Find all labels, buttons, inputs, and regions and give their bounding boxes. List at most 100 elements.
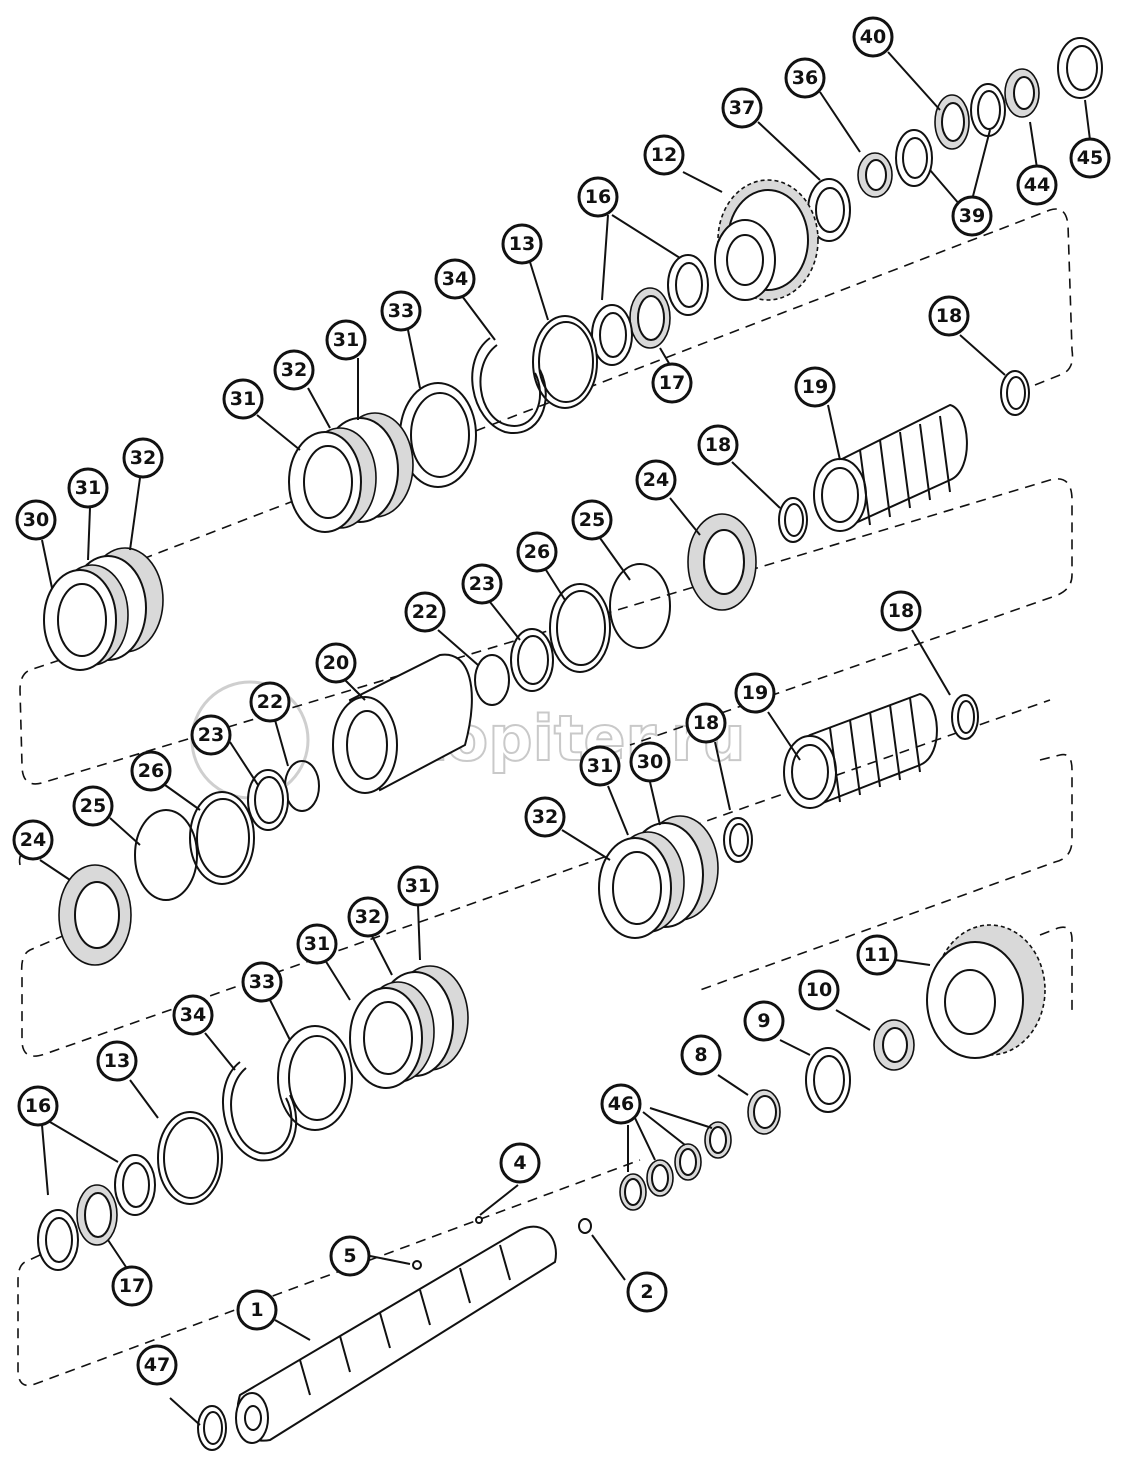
snap-ring-34-top xyxy=(471,337,547,435)
clutch-pack-31-32-top xyxy=(288,412,414,533)
callout: 22 xyxy=(404,591,446,633)
snap-ring-34-lower xyxy=(222,1061,298,1162)
callout: 16 xyxy=(17,1085,59,1127)
svg-text:32: 32 xyxy=(130,447,156,469)
callout: 34 xyxy=(434,258,476,300)
clutch-hub-20 xyxy=(332,653,473,794)
leader-lines xyxy=(39,51,1091,1426)
svg-text:1: 1 xyxy=(250,1299,263,1321)
piston-24-row2 xyxy=(687,513,757,611)
svg-text:31: 31 xyxy=(75,477,101,499)
seal-23-row2 xyxy=(510,628,554,692)
callout: 31 xyxy=(67,467,109,509)
callout: 23 xyxy=(461,563,503,605)
callout: 40 xyxy=(852,16,894,58)
callout: 17 xyxy=(651,362,693,404)
pressure-plate-33-lower xyxy=(277,1025,353,1131)
svg-text:22: 22 xyxy=(257,691,283,713)
snap-ring-18-top xyxy=(1000,370,1030,416)
main-shaft-1 xyxy=(235,1225,557,1444)
callout: 36 xyxy=(784,57,826,99)
plug-2 xyxy=(578,1218,592,1234)
o-ring-25-row3 xyxy=(134,809,198,901)
ball-5 xyxy=(412,1260,422,1270)
callout: 9 xyxy=(743,1000,785,1042)
svg-text:25: 25 xyxy=(80,795,106,817)
thrust-washer-39b xyxy=(895,129,933,187)
svg-text:37: 37 xyxy=(729,97,755,119)
pressure-plate-33-top xyxy=(399,382,477,488)
callout: 2 xyxy=(626,1271,668,1313)
svg-text:26: 26 xyxy=(524,541,550,563)
svg-text:34: 34 xyxy=(180,1004,206,1026)
svg-text:40: 40 xyxy=(860,26,886,48)
svg-text:18: 18 xyxy=(693,712,719,734)
svg-text:16: 16 xyxy=(585,186,611,208)
needle-bearing-36 xyxy=(857,152,893,198)
seal-26-row3 xyxy=(189,791,255,885)
washer-16-lower-a xyxy=(114,1154,156,1216)
svg-text:18: 18 xyxy=(888,600,914,622)
svg-text:30: 30 xyxy=(637,751,663,773)
svg-text:19: 19 xyxy=(742,682,768,704)
callout: 5 xyxy=(329,1235,371,1277)
svg-text:32: 32 xyxy=(532,806,558,828)
svg-text:25: 25 xyxy=(579,509,605,531)
svg-text:46: 46 xyxy=(608,1093,634,1115)
bearing-cup-45 xyxy=(1057,37,1103,99)
callout: 31 xyxy=(325,319,367,361)
callout: 31 xyxy=(579,745,621,787)
svg-text:31: 31 xyxy=(304,933,330,955)
svg-text:45: 45 xyxy=(1077,147,1103,169)
svg-text:33: 33 xyxy=(388,300,414,322)
callout: 34 xyxy=(172,994,214,1036)
thrust-bearing-17-lower xyxy=(76,1184,118,1246)
callout: 22 xyxy=(249,681,291,723)
callout: 13 xyxy=(96,1040,138,1082)
gear-11 xyxy=(926,924,1046,1059)
seal-ring-13-top xyxy=(532,315,598,409)
svg-text:9: 9 xyxy=(757,1010,770,1032)
svg-text:44: 44 xyxy=(1024,174,1050,196)
seal-26-row2 xyxy=(549,583,611,673)
callout: 24 xyxy=(635,459,677,501)
callout: 33 xyxy=(241,961,283,1003)
callout: 10 xyxy=(798,969,840,1011)
svg-text:34: 34 xyxy=(442,268,468,290)
svg-text:11: 11 xyxy=(864,944,890,966)
callout: 47 xyxy=(136,1344,178,1386)
callout: 23 xyxy=(190,714,232,756)
svg-text:4: 4 xyxy=(513,1152,526,1174)
svg-text:31: 31 xyxy=(333,329,359,351)
svg-text:17: 17 xyxy=(659,372,685,394)
snap-ring-47 xyxy=(197,1405,227,1451)
washer-16-lower-b xyxy=(37,1209,79,1271)
washer-16-top xyxy=(667,254,709,316)
clutch-pack-30-31-32-left xyxy=(43,547,164,671)
callout: 19 xyxy=(794,366,836,408)
svg-text:30: 30 xyxy=(23,509,49,531)
svg-text:13: 13 xyxy=(104,1050,130,1072)
callout: 18 xyxy=(880,590,922,632)
clutch-pack-30-31-32-mid xyxy=(598,815,719,939)
svg-text:8: 8 xyxy=(694,1044,707,1066)
callout: 18 xyxy=(928,295,970,337)
snap-ring-18-row2 xyxy=(778,497,808,543)
callout: 44 xyxy=(1016,164,1058,206)
svg-text:12: 12 xyxy=(651,144,677,166)
svg-text:20: 20 xyxy=(323,652,349,674)
snap-ring-18-row2b xyxy=(951,694,979,740)
callout: 17 xyxy=(111,1265,153,1307)
sleeve-8 xyxy=(747,1089,781,1135)
svg-text:18: 18 xyxy=(936,305,962,327)
thrust-bearing-17-top xyxy=(629,287,671,349)
svg-text:32: 32 xyxy=(281,359,307,381)
svg-text:31: 31 xyxy=(587,755,613,777)
svg-text:18: 18 xyxy=(705,434,731,456)
svg-text:47: 47 xyxy=(144,1354,170,1376)
callouts: 40 45 36 37 12 39 44 45 16 13 34 33 31 3… xyxy=(12,16,1111,1386)
callout: 46 xyxy=(600,1083,642,1125)
ball-4 xyxy=(475,1216,483,1224)
callout: 19 xyxy=(734,672,776,714)
